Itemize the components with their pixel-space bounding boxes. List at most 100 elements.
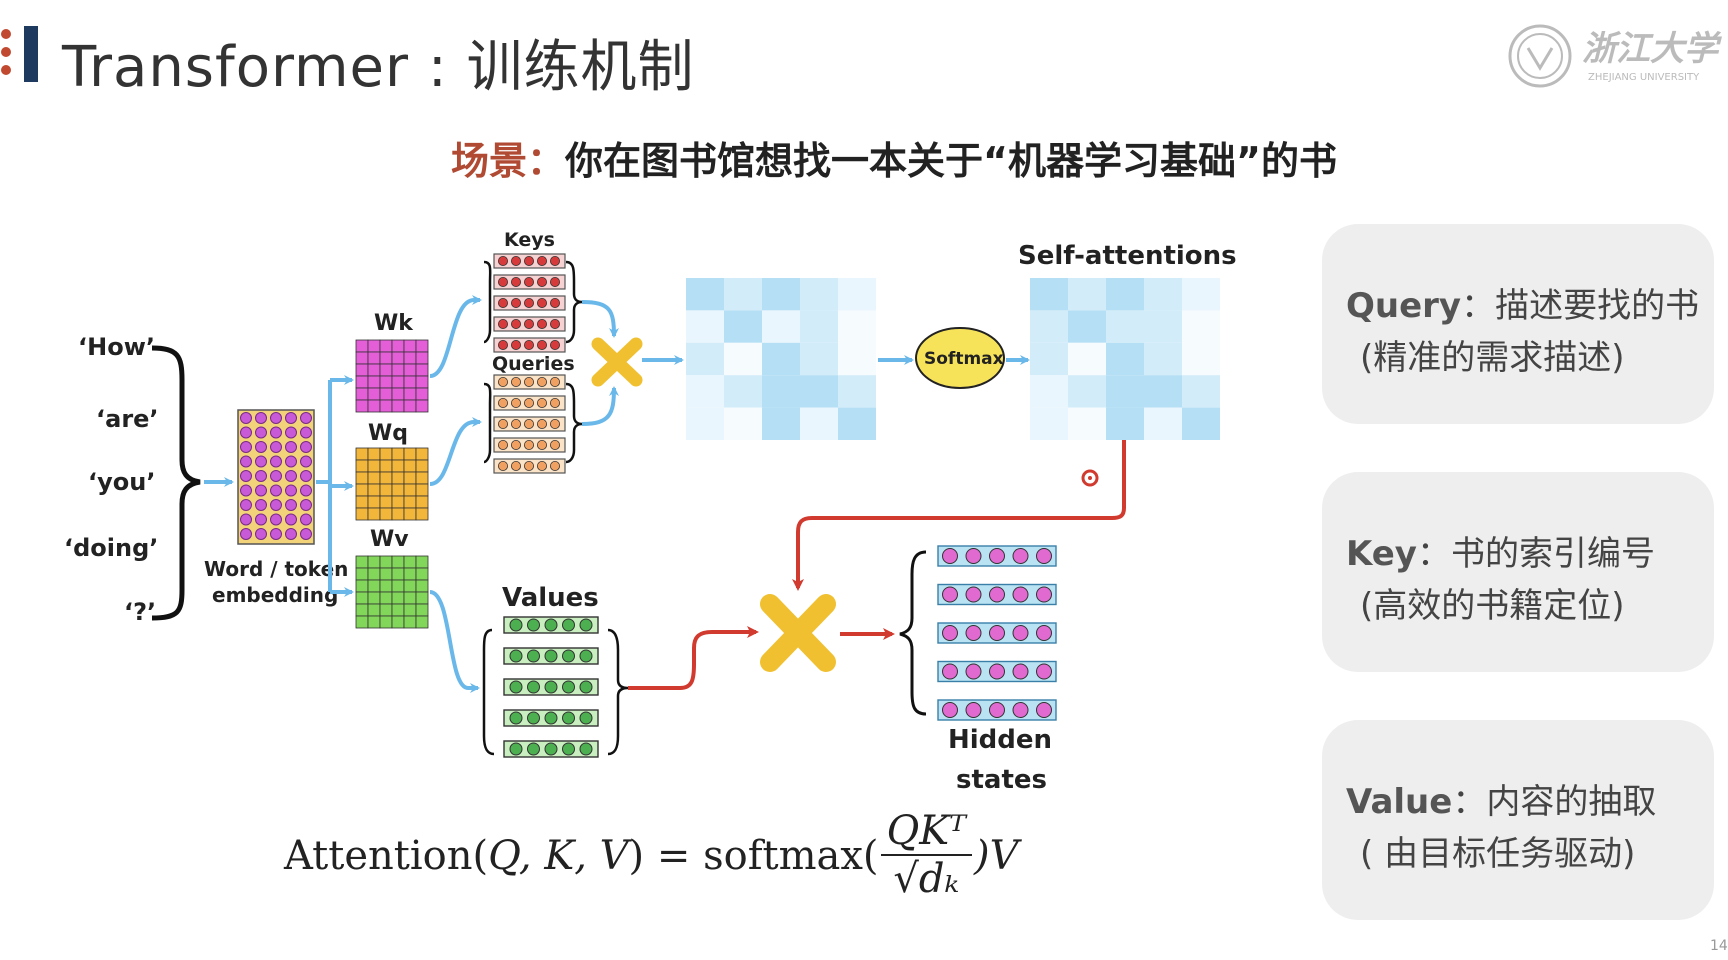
heat2-cell: [1182, 278, 1220, 311]
wq-cell: [403, 447, 417, 461]
values-dot: [562, 680, 575, 694]
wk-cell: [367, 363, 381, 377]
wq-cell: [415, 459, 429, 473]
wq-cell: [415, 471, 429, 485]
wk-cell: [355, 351, 369, 365]
wk-cell: [391, 399, 405, 413]
keys-dot: [537, 276, 548, 287]
queries-dot: [537, 439, 548, 450]
hidden-brace: [899, 550, 927, 716]
embedding-cell: [255, 470, 267, 482]
hidden-state-vectors: [937, 545, 1057, 721]
wv-cell: [355, 567, 369, 581]
page-title: Transformer : 训练机制: [62, 35, 695, 100]
wk-cell: [379, 375, 393, 389]
keys-dot: [537, 318, 548, 329]
queries-dot: [550, 397, 561, 408]
embedding-cell: [285, 528, 297, 540]
embedding-cell: [240, 513, 252, 526]
arrow-values-cross: [628, 626, 759, 690]
embedding-cell: [285, 441, 297, 453]
keys-dot: [497, 255, 508, 266]
embedding-cell: [255, 513, 267, 526]
wv-cell: [355, 603, 369, 617]
keys-dot: [510, 297, 521, 308]
heat1-cell: [800, 375, 838, 408]
wv-cell: [367, 615, 381, 629]
attention-diagram: ‘How’ ‘are’ ‘you’ ‘doing’ ‘?’ Word / tok…: [64, 229, 1237, 795]
wv-cell: [379, 579, 393, 593]
embedding-label-line1: Word / token: [204, 557, 348, 581]
wq-cell: [355, 459, 369, 473]
wk-cell: [367, 339, 381, 353]
heat2-cell: [1144, 407, 1182, 440]
embedding-cell: [270, 528, 282, 540]
token-are: ‘are’: [96, 405, 159, 433]
wq-cell: [391, 507, 405, 521]
heat2-cell: [1106, 407, 1144, 440]
formula-lhs: Attention(: [284, 833, 489, 879]
wv-cell: [391, 567, 405, 581]
wk-label: Wk: [374, 311, 414, 336]
keys-dot: [510, 255, 521, 266]
wq-cell: [415, 447, 429, 461]
wq-cell: [379, 447, 393, 461]
wv-cell: [391, 555, 405, 569]
heat1-cell: [762, 342, 800, 376]
hidden-dot: [1012, 702, 1029, 718]
wq-cell: [367, 507, 381, 521]
embedding-cell: [300, 513, 312, 526]
wq-cell: [379, 507, 393, 521]
queries-dot: [524, 439, 535, 450]
embedding-cell: [270, 499, 282, 511]
embedding-cell: [285, 426, 297, 439]
token-doing: ‘doing’: [64, 534, 158, 562]
keys-dot: [497, 318, 508, 329]
embedding-cell: [285, 470, 297, 482]
arrow-queries-cross: [581, 386, 619, 426]
hidden-dot: [1036, 702, 1052, 718]
arrow-wq-queries: [429, 417, 482, 486]
wv-cell: [403, 555, 417, 569]
embedding-cell: [285, 484, 297, 497]
heat1-cell: [800, 310, 838, 343]
wq-cell: [403, 495, 417, 509]
score-heatmap: [686, 278, 876, 440]
wq-cell: [403, 471, 417, 485]
heat1-cell: [800, 342, 838, 376]
keys-dot: [550, 255, 561, 266]
queries-dot: [497, 376, 508, 387]
embedding-cell: [240, 441, 252, 453]
arrow-attn-to-cross: [792, 440, 1126, 591]
wv-cell: [403, 615, 417, 629]
formula-numerator: QKᵀ: [880, 808, 972, 856]
hidden-dot: [1012, 625, 1029, 641]
queries-dot: [537, 397, 548, 408]
wv-cell: [379, 591, 393, 605]
token-how: ‘How’: [78, 333, 155, 361]
hidden-dot: [965, 625, 982, 641]
wq-cell: [367, 471, 381, 485]
attention-formula: Attention(Q, K, V) = softmax(QKᵀ√dₖ)V: [284, 808, 1019, 906]
wq-cell: [367, 447, 381, 461]
heat1-cell: [762, 407, 800, 440]
hidden-dot: [965, 702, 982, 718]
keys-dot: [497, 297, 508, 308]
wk-cell: [355, 375, 369, 389]
wq-cell: [415, 495, 429, 509]
wk-cell: [403, 387, 417, 401]
embedding-cell: [240, 470, 252, 482]
logo-subtext: ZHEJIANG UNIVERSITY: [1588, 72, 1700, 83]
heat2-cell: [1030, 407, 1068, 440]
heat2-cell: [1068, 407, 1106, 440]
hidden-dot: [989, 625, 1005, 641]
values-dot: [544, 711, 558, 725]
values-dot: [509, 680, 523, 694]
hidden-dot: [989, 702, 1005, 718]
heat1-cell: [838, 375, 876, 408]
embedding-cell: [270, 412, 282, 424]
embedding-cell: [240, 455, 252, 468]
wk-cell: [391, 387, 405, 401]
keys-dot: [510, 276, 521, 287]
embedding-cell: [255, 412, 267, 424]
